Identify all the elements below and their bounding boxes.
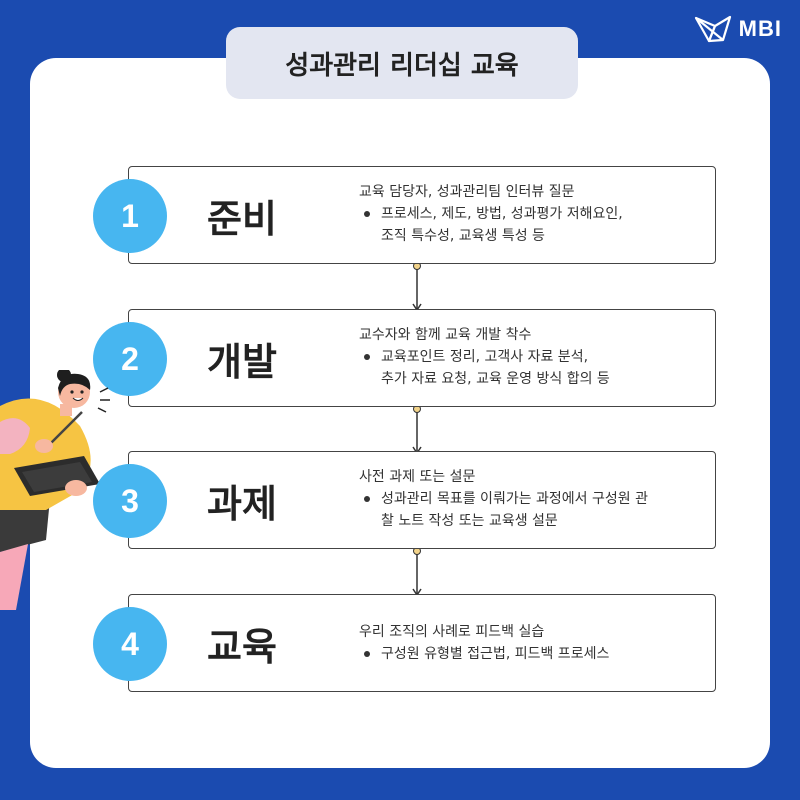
step-desc-main: 교육 담당자, 성과관리팀 인터뷰 질문 <box>359 184 575 200</box>
brand-logo: MBI <box>693 14 782 44</box>
connector-arrow-1-2 <box>412 262 422 312</box>
step-desc-bullet: 성과관리 목표를 이뤄가는 과정에서 구성원 관 찰 노트 작성 또는 교육생 … <box>359 488 701 532</box>
step-name: 준비 <box>207 196 277 241</box>
step-desc-main: 교수자와 함께 교육 개발 착수 <box>359 327 532 343</box>
step-number-badge: 3 <box>93 464 167 538</box>
step-desc-bullet-line: 교육포인트 정리, 고객사 자료 분석, <box>381 349 589 365</box>
step-desc-bullet-line: 성과관리 목표를 이뤄가는 과정에서 구성원 관 <box>381 491 648 507</box>
step-desc-bullet: 교육포인트 정리, 고객사 자료 분석, 추가 자료 요청, 교육 운영 방식 … <box>359 346 701 390</box>
page-title: 성과관리 리더십 교육 <box>226 27 578 99</box>
step-name: 개발 <box>207 339 277 384</box>
step-desc-main: 우리 조직의 사례로 피드백 실습 <box>359 624 545 640</box>
step-desc-bullet-line: 찰 노트 작성 또는 교육생 설문 <box>381 513 558 529</box>
step-name: 교육 <box>207 624 277 669</box>
brand-name: MBI <box>738 16 782 41</box>
step-box-2: 개발 교수자와 함께 교육 개발 착수 교육포인트 정리, 고객사 자료 분석,… <box>128 309 716 407</box>
step-box-4: 교육 우리 조직의 사례로 피드백 실습 구성원 유형별 접근법, 피드백 프로… <box>128 594 716 692</box>
step-box-3: 과제 사전 과제 또는 설문 성과관리 목표를 이뤄가는 과정에서 구성원 관 … <box>128 451 716 549</box>
step-name: 과제 <box>207 481 277 526</box>
step-box-1: 준비 교육 담당자, 성과관리팀 인터뷰 질문 프로세스, 제도, 방법, 성과… <box>128 166 716 264</box>
step-desc-bullet: 프로세스, 제도, 방법, 성과평가 저해요인, 조직 특수성, 교육생 특성 … <box>359 203 701 247</box>
step-description: 사전 과제 또는 설문 성과관리 목표를 이뤄가는 과정에서 구성원 관 찰 노… <box>359 466 701 532</box>
step-desc-main: 사전 과제 또는 설문 <box>359 469 476 485</box>
step-desc-bullet-line: 프로세스, 제도, 방법, 성과평가 저해요인, <box>381 206 623 222</box>
step-description: 우리 조직의 사례로 피드백 실습 구성원 유형별 접근법, 피드백 프로세스 <box>359 621 701 665</box>
step-number-badge: 4 <box>93 607 167 681</box>
step-desc-bullet: 구성원 유형별 접근법, 피드백 프로세스 <box>359 643 701 665</box>
woman-with-notebook-illustration <box>0 370 110 610</box>
step-description: 교육 담당자, 성과관리팀 인터뷰 질문 프로세스, 제도, 방법, 성과평가 … <box>359 181 701 247</box>
connector-arrow-2-3 <box>412 405 422 455</box>
mbi-logo-icon <box>694 15 731 43</box>
step-desc-bullet-line: 조직 특수성, 교육생 특성 등 <box>381 228 545 244</box>
step-desc-bullet-line: 추가 자료 요청, 교육 운영 방식 합의 등 <box>381 371 610 387</box>
step-number-badge: 1 <box>93 179 167 253</box>
step-description: 교수자와 함께 교육 개발 착수 교육포인트 정리, 고객사 자료 분석, 추가… <box>359 324 701 390</box>
step-number-badge: 2 <box>93 322 167 396</box>
connector-arrow-3-4 <box>412 547 422 597</box>
step-desc-bullet-line: 구성원 유형별 접근법, 피드백 프로세스 <box>381 646 610 662</box>
